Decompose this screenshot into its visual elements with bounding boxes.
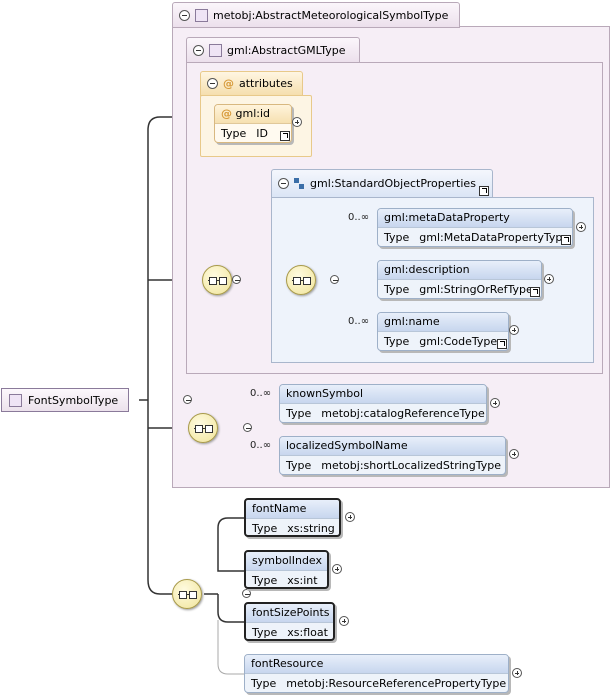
element-type-row: Type metobj:catalogReferenceType	[280, 404, 486, 423]
collapse-icon[interactable]	[179, 9, 190, 21]
type-label: Type	[251, 677, 277, 690]
type-label: Type	[252, 574, 278, 587]
root-type-label: FontSymbolType	[28, 393, 119, 407]
element-name: gml:metaDataProperty	[378, 209, 572, 228]
element-name: localizedSymbolName	[280, 437, 505, 456]
standard-properties-label: gml:StandardObjectProperties	[310, 177, 476, 190]
type-value: metobj:catalogReferenceType	[321, 407, 485, 420]
group-icon	[294, 178, 305, 189]
occurrence-label: 0..∞	[250, 388, 272, 399]
attribute-icon: @	[223, 77, 234, 90]
type-label: Type	[384, 283, 410, 296]
expand-icon[interactable]	[509, 449, 519, 459]
element-name: fontName	[246, 500, 339, 519]
type-label: Type	[252, 626, 278, 639]
element-type-row: Type xs:float	[246, 623, 333, 642]
occurrence-label: 0..∞	[348, 316, 370, 327]
type-link-icon[interactable]	[530, 287, 540, 297]
type-label: Type	[384, 335, 410, 348]
type-value: gml:StringOrRefType	[419, 283, 533, 296]
element-type-row: Type gml:StringOrRefType	[378, 280, 541, 299]
type-label: Type	[252, 522, 278, 535]
element-type-row: Type ID	[215, 124, 291, 143]
type-value: gml:CodeType	[419, 335, 498, 348]
type-link-icon[interactable]	[280, 131, 290, 141]
expand-icon[interactable]	[345, 512, 355, 522]
element-description[interactable]: gml:description Type gml:StringOrRefType	[377, 260, 542, 299]
type-value: gml:MetaDataPropertyType	[419, 231, 570, 244]
type-label: Type	[221, 127, 247, 140]
expand-icon[interactable]	[509, 325, 519, 335]
element-name: knownSymbol	[280, 385, 486, 404]
expand-icon[interactable]	[576, 222, 586, 232]
type-link-icon[interactable]	[561, 235, 571, 245]
element-fontsizepoints[interactable]: fontSizePoints Type xs:float	[244, 602, 335, 641]
collapse-icon[interactable]	[193, 44, 204, 56]
collapse-icon[interactable]	[278, 178, 289, 189]
standard-properties-tab[interactable]: gml:StandardObjectProperties	[271, 169, 493, 198]
complex-type-icon	[9, 393, 22, 407]
element-knownsymbol[interactable]: knownSymbol Type metobj:catalogReferenceT…	[279, 384, 487, 423]
collapse-icon[interactable]	[329, 275, 339, 284]
element-name: gml:id	[235, 107, 271, 120]
attribute-gml-id[interactable]: @ gml:id Type ID	[214, 104, 292, 143]
element-localizedsymbolname[interactable]: localizedSymbolName Type metobj:shortLoca…	[279, 436, 506, 475]
base-type-label: metobj:AbstractMeteorologicalSymbolType	[213, 8, 449, 22]
expand-icon[interactable]	[512, 668, 522, 678]
collapse-icon[interactable]	[183, 395, 192, 404]
expand-icon[interactable]	[292, 117, 302, 127]
element-type-row: Type gml:MetaDataPropertyType	[378, 228, 572, 247]
occurrence-label: 0..∞	[250, 440, 272, 451]
element-type-row: Type metobj:shortLocalizedStringType	[280, 456, 505, 475]
type-value: ID	[256, 127, 268, 140]
collapse-icon[interactable]	[232, 275, 241, 284]
element-name: gml:name	[378, 313, 508, 332]
element-header: @ gml:id	[215, 105, 291, 124]
element-type-row: Type metobj:ResourceReferencePropertyType	[245, 674, 508, 693]
element-symbolindex[interactable]: symbolIndex Type xs:int	[244, 550, 329, 589]
element-fontname[interactable]: fontName Type xs:string	[244, 498, 341, 537]
expand-icon[interactable]	[544, 274, 554, 284]
element-name: gml:description	[378, 261, 541, 280]
element-type-row: Type xs:string	[246, 519, 339, 538]
element-type-row: Type gml:CodeType	[378, 332, 508, 351]
sequence-compositor[interactable]	[172, 579, 202, 609]
type-value: metobj:shortLocalizedStringType	[321, 459, 501, 472]
type-link-icon[interactable]	[479, 186, 489, 196]
attributes-tab[interactable]: @ attributes	[200, 71, 303, 96]
type-value: xs:float	[287, 626, 328, 639]
attributes-label: attributes	[239, 77, 293, 90]
gml-type-label: gml:AbstractGMLType	[227, 43, 346, 57]
collapse-icon[interactable]	[243, 423, 252, 432]
gml-type-tab[interactable]: gml:AbstractGMLType	[186, 37, 360, 63]
element-name: fontResource	[245, 655, 508, 674]
type-link-icon[interactable]	[497, 339, 507, 349]
type-label: Type	[286, 459, 312, 472]
element-metadataproperty[interactable]: gml:metaDataProperty Type gml:MetaDataPro…	[377, 208, 573, 247]
element-type-row: Type xs:int	[246, 571, 327, 590]
expand-icon[interactable]	[339, 616, 349, 626]
element-fontresource[interactable]: fontResource Type metobj:ResourceReferenc…	[244, 654, 509, 693]
complex-type-icon	[209, 43, 222, 57]
sequence-compositor[interactable]	[188, 413, 218, 443]
type-value: metobj:ResourceReferencePropertyType	[286, 677, 507, 690]
attribute-icon: @	[221, 107, 232, 120]
type-value: xs:int	[287, 574, 318, 587]
collapse-icon[interactable]	[241, 589, 251, 598]
sequence-compositor[interactable]	[286, 265, 316, 295]
element-name-gml[interactable]: gml:name Type gml:CodeType	[377, 312, 509, 351]
collapse-icon[interactable]	[207, 78, 218, 89]
sequence-compositor[interactable]	[202, 265, 232, 295]
expand-icon[interactable]	[490, 398, 500, 408]
type-label: Type	[384, 231, 410, 244]
root-type[interactable]: FontSymbolType	[1, 388, 129, 412]
element-name: fontSizePoints	[246, 604, 333, 623]
type-value: xs:string	[287, 522, 335, 535]
occurrence-label: 0..∞	[348, 212, 370, 223]
type-label: Type	[286, 407, 312, 420]
base-type-tab[interactable]: metobj:AbstractMeteorologicalSymbolType	[172, 2, 460, 28]
complex-type-icon	[195, 8, 208, 22]
expand-icon[interactable]	[332, 564, 342, 574]
element-name: symbolIndex	[246, 552, 327, 571]
